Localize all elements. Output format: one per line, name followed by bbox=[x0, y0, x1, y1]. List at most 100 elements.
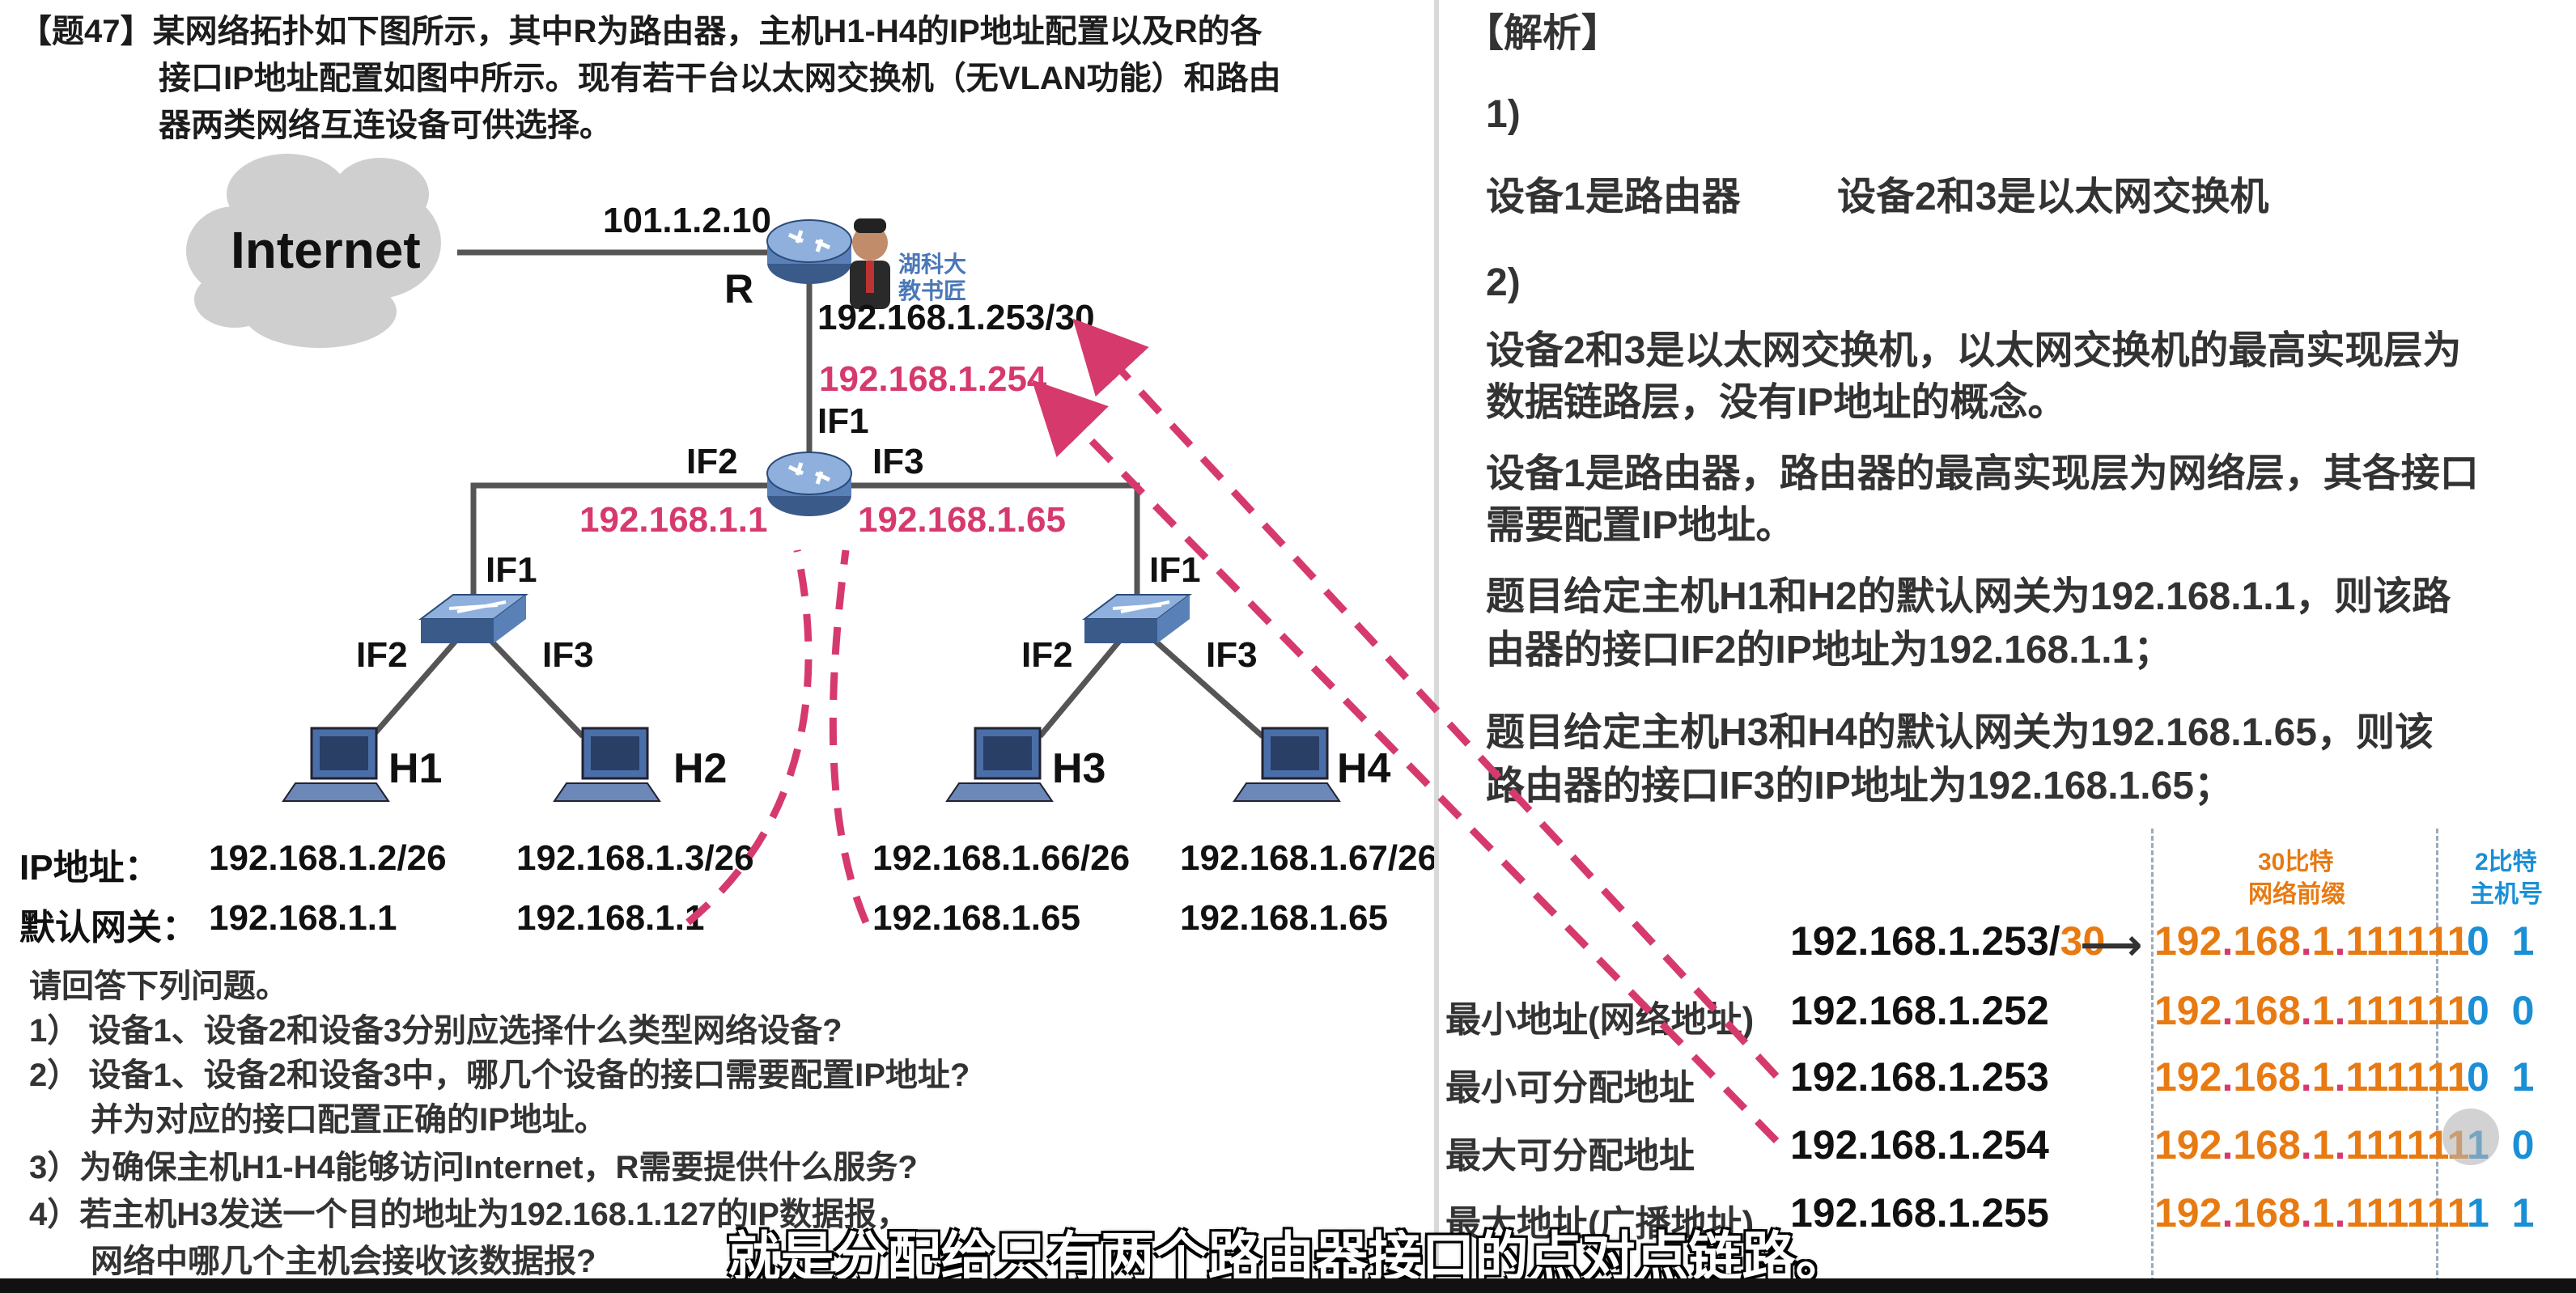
table-divider-host bbox=[2436, 829, 2441, 1290]
h1-gateway: 192.168.1.1 bbox=[209, 898, 397, 938]
prefix-1: 1 bbox=[2311, 1190, 2335, 1236]
header-host-number: 主机号 bbox=[2470, 881, 2543, 908]
host-bit-1: 0 bbox=[2467, 988, 2489, 1033]
r-inner-ip: 192.168.1.253/30 bbox=[817, 298, 1095, 337]
r-external-ip: 101.1.2.10 bbox=[603, 201, 771, 240]
switch-right-icon bbox=[1082, 594, 1192, 643]
prefix-bits: 111111 bbox=[2345, 918, 2470, 964]
ip-address-label: IP地址： bbox=[19, 848, 160, 888]
host-h2-icon bbox=[553, 727, 661, 802]
teacher-avatar bbox=[850, 218, 890, 309]
question-2b: 并为对应的接口配置正确的IP地址。 bbox=[91, 1102, 607, 1138]
switch-left-if1: IF1 bbox=[486, 550, 537, 590]
question-3: 3）为确保主机H1-H4能够访问Internet，R需要提供什么服务? bbox=[29, 1150, 918, 1185]
host-bits-row-1: 0 0 bbox=[2467, 987, 2534, 1034]
internet-cloud bbox=[186, 154, 441, 348]
prefix-row-2: 192.168.1.111111 bbox=[2154, 1054, 2470, 1100]
prefix-1: 1 bbox=[2311, 1122, 2335, 1168]
solution-1b: 设备2和3是以太网交换机 bbox=[1837, 176, 2269, 218]
prefix-168: 168 bbox=[2233, 1190, 2301, 1236]
switch-right-if3: IF3 bbox=[1206, 635, 1258, 675]
host-bits-row-4: 1 1 bbox=[2467, 1189, 2534, 1236]
given-ip: 192.168.1.253/ bbox=[1790, 918, 2060, 964]
questions-intro: 请回答下列问题。 bbox=[29, 969, 288, 1004]
prefix-row-4: 192.168.1.111111 bbox=[2154, 1190, 2470, 1236]
row-label-broadcast: 最大地址(广播地址) bbox=[1445, 1204, 1755, 1244]
bottom-bar bbox=[0, 1278, 2576, 1293]
question-line-1: 【题47】某网络拓扑如下图所示，其中R为路由器，主机H1-H4的IP地址配置以及… bbox=[19, 14, 1263, 49]
prefix-bits: 111111 bbox=[2345, 1054, 2470, 1100]
row-label-min-assignable: 最小可分配地址 bbox=[1445, 1068, 1695, 1108]
solution-title: 【解析】 bbox=[1465, 12, 1621, 55]
host-h1-label: H1 bbox=[388, 745, 443, 792]
prefix-192: 192 bbox=[2154, 1190, 2222, 1236]
prefix-168: 168 bbox=[2233, 1122, 2301, 1168]
h4-gateway: 192.168.1.65 bbox=[1180, 898, 1388, 938]
row-ip-max-assignable: 192.168.1.254 bbox=[1790, 1122, 2049, 1168]
video-subtitle: 就是分配给只有两个路由器接口的点对点链路。 bbox=[727, 1227, 1849, 1287]
host-bit-1: 1 bbox=[2467, 1190, 2489, 1236]
header-net-prefix: 网络前缀 bbox=[2248, 881, 2345, 908]
watermark-line-2: 教书匠 bbox=[898, 278, 967, 303]
question-4a: 4）若主机H3发送一个目的地址为192.168.1.127的IP数据报， bbox=[29, 1197, 909, 1232]
solution-s3a: 题目给定主机H1和H2的默认网关为192.168.1.1，则该路 bbox=[1486, 575, 2451, 618]
prefix-1: 1 bbox=[2311, 918, 2335, 964]
router-device1-icon bbox=[766, 451, 852, 516]
solution-part-2: 2) bbox=[1486, 261, 1521, 304]
prefix-192: 192 bbox=[2154, 1122, 2222, 1168]
topology-diagram bbox=[186, 154, 1341, 802]
switch-right-if2: IF2 bbox=[1021, 635, 1073, 675]
solution-s1b: 数据链路层，没有IP地址的概念。 bbox=[1486, 381, 2067, 424]
host-h3-icon bbox=[945, 727, 1054, 802]
device1-if2-label: IF2 bbox=[686, 442, 738, 481]
h4-ip: 192.168.1.67/26 bbox=[1180, 838, 1438, 878]
router-r-name: R bbox=[724, 266, 754, 312]
prefix-168: 168 bbox=[2233, 1054, 2301, 1100]
play-overlay-icon[interactable] bbox=[2442, 1109, 2499, 1165]
row-label-network-address: 最小地址(网络地址) bbox=[1445, 1000, 1755, 1040]
solution-s4a: 题目给定主机H3和H4的默认网关为192.168.1.65，则该 bbox=[1486, 711, 2434, 754]
host-bit-2: 1 bbox=[2511, 918, 2535, 964]
question-line-3: 器两类网络互连设备可供选择。 bbox=[159, 108, 612, 143]
switch-left-if3: IF3 bbox=[542, 635, 594, 675]
row-label-max-assignable: 最大可分配地址 bbox=[1445, 1136, 1695, 1176]
device1-if2-ip: 192.168.1.1 bbox=[579, 500, 768, 540]
host-bits-row-0: 0 1 bbox=[2467, 918, 2534, 964]
solution-1a: 设备1是路由器 bbox=[1486, 176, 1741, 218]
arrow-icon: ⟶ bbox=[2080, 921, 2143, 969]
solution-s1a: 设备2和3是以太网交换机，以太网交换机的最高实现层为 bbox=[1486, 329, 2462, 372]
header-net-bits: 30比特 bbox=[2258, 849, 2334, 875]
device1-if1-ip: 192.168.1.254 bbox=[819, 359, 1047, 399]
router-r-icon bbox=[766, 219, 852, 284]
prefix-row-3: 192.168.1.111111 bbox=[2154, 1122, 2470, 1168]
question-line-2: 接口IP地址配置如图中所示。现有若干台以太网交换机（无VLAN功能）和路由 bbox=[159, 61, 1281, 96]
prefix-168: 168 bbox=[2233, 988, 2301, 1033]
h2-ip: 192.168.1.3/26 bbox=[516, 838, 754, 878]
prefix-1: 1 bbox=[2311, 988, 2335, 1033]
h3-gateway: 192.168.1.65 bbox=[872, 898, 1080, 938]
internet-label: Internet bbox=[231, 221, 421, 279]
panel-divider bbox=[1434, 0, 1439, 1293]
host-h1-icon bbox=[282, 727, 390, 802]
host-h3-label: H3 bbox=[1052, 745, 1106, 792]
prefix-bits: 111111 bbox=[2345, 988, 2470, 1033]
solution-s3b: 由器的接口IF2的IP地址为192.168.1.1； bbox=[1486, 629, 2173, 672]
h2-gateway: 192.168.1.1 bbox=[516, 898, 705, 938]
solution-s4b: 路由器的接口IF3的IP地址为192.168.1.65； bbox=[1486, 765, 2233, 808]
host-bit-1: 0 bbox=[2467, 1054, 2489, 1100]
solution-s2a: 设备1是路由器，路由器的最高实现层为网络层，其各接口 bbox=[1486, 452, 2479, 495]
question-2a: 2） 设备1、设备2和设备3中，哪几个设备的接口需要配置IP地址? bbox=[29, 1058, 970, 1093]
prefix-192: 192 bbox=[2154, 1054, 2222, 1100]
host-h2-label: H2 bbox=[673, 745, 728, 792]
given-address: 192.168.1.253/30 bbox=[1790, 918, 2105, 964]
host-h4-icon bbox=[1233, 727, 1341, 802]
row-ip-min-assignable: 192.168.1.253 bbox=[1790, 1054, 2049, 1100]
switch-right-if1: IF1 bbox=[1149, 550, 1201, 590]
h1-ip: 192.168.1.2/26 bbox=[209, 838, 447, 878]
device1-if3-ip: 192.168.1.65 bbox=[858, 500, 1066, 540]
prefix-1: 1 bbox=[2311, 1054, 2335, 1100]
given-mask: 30 bbox=[2060, 918, 2106, 964]
prefix-row-0: 192.168.1.111111 bbox=[2154, 918, 2470, 964]
header-host-bits: 2比特 bbox=[2475, 849, 2537, 875]
watermark-line-1: 湖科大 bbox=[898, 252, 967, 277]
